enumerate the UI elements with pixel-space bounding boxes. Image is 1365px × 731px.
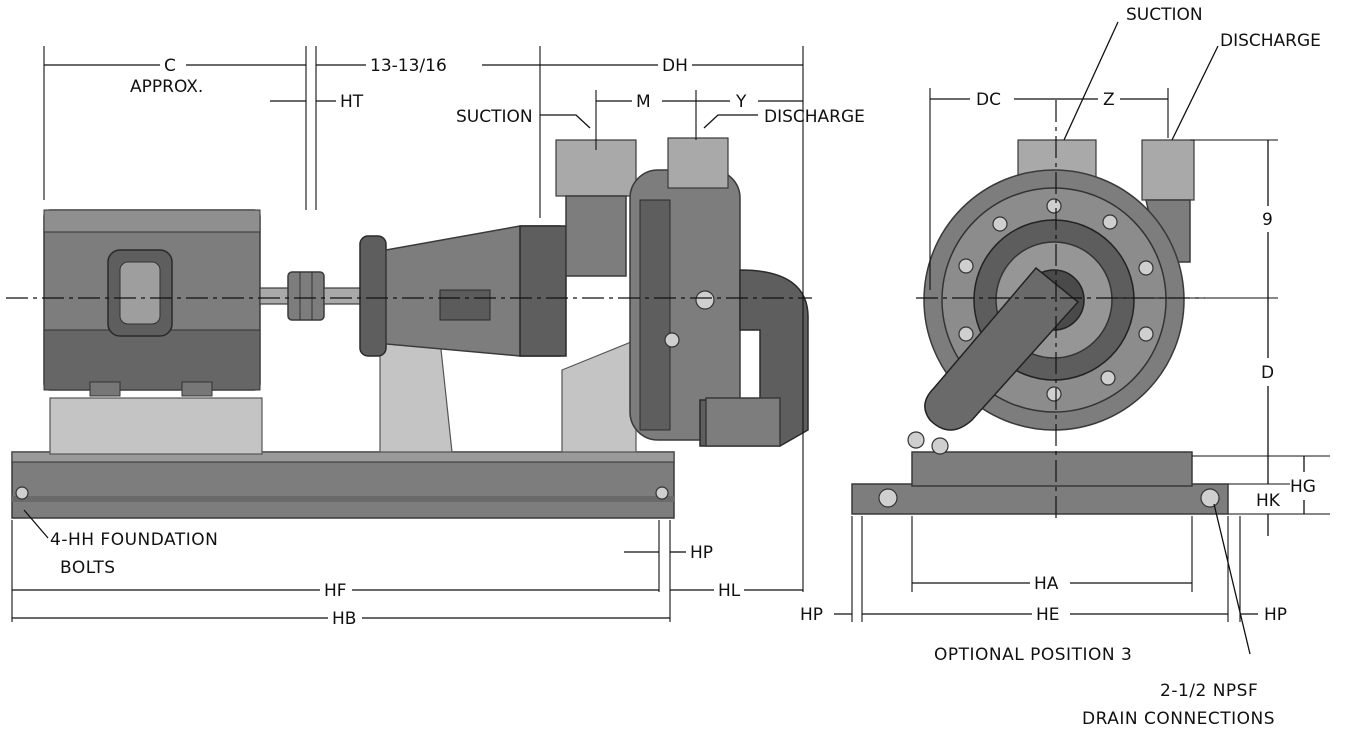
label-ht: HT bbox=[340, 92, 364, 112]
label-foundation-bolts-2: BOLTS bbox=[60, 558, 116, 578]
label-hl: HL bbox=[718, 581, 741, 601]
label-hp-right: HP bbox=[1264, 605, 1287, 625]
label-hb: HB bbox=[332, 609, 356, 629]
label-suction-end: SUCTION bbox=[1126, 5, 1203, 25]
label-hk: HK bbox=[1256, 491, 1281, 511]
label-dh: DH bbox=[662, 56, 688, 76]
end-labels: SUCTION DISCHARGE DC Z 9 D HG HK HA HP H… bbox=[800, 5, 1321, 729]
label-d: D bbox=[1261, 363, 1274, 383]
side-labels: C APPROX. 13-13/16 HT DH M Y SUCTION DIS… bbox=[50, 56, 865, 629]
label-foundation-bolts-1: 4-HH FOUNDATION bbox=[50, 530, 218, 550]
label-optional-position: OPTIONAL POSITION 3 bbox=[934, 645, 1132, 665]
label-z: Z bbox=[1103, 90, 1115, 110]
label-he: HE bbox=[1036, 605, 1060, 625]
label-approx: APPROX. bbox=[130, 77, 203, 97]
label-hp-side: HP bbox=[690, 543, 713, 563]
end-base bbox=[851, 483, 1229, 515]
side-base-channel bbox=[11, 451, 675, 519]
label-drain-2: DRAIN CONNECTIONS bbox=[1082, 709, 1275, 729]
foundation-bolt-right bbox=[655, 486, 669, 500]
motor-pedestal bbox=[49, 397, 263, 455]
label-hf: HF bbox=[324, 581, 347, 601]
label-suction-side: SUCTION bbox=[456, 107, 533, 127]
drain-connection-right bbox=[1200, 488, 1220, 508]
end-dimensions bbox=[834, 21, 1330, 655]
label-y: Y bbox=[735, 92, 747, 112]
label-discharge-side: DISCHARGE bbox=[764, 107, 865, 127]
motor-shaft bbox=[259, 287, 291, 305]
discharge-nozzle bbox=[667, 137, 729, 189]
label-ha: HA bbox=[1034, 574, 1059, 594]
coupling bbox=[287, 271, 325, 321]
drain-connection-left bbox=[878, 488, 898, 508]
bearing-frame-flange bbox=[359, 235, 387, 357]
label-dc: DC bbox=[976, 90, 1001, 110]
label-hp-left: HP bbox=[800, 605, 823, 625]
label-coupling-gap: 13-13/16 bbox=[370, 56, 447, 76]
end-suction-pipe bbox=[924, 266, 1080, 431]
label-drain-1: 2-1/2 NPSF bbox=[1160, 681, 1258, 701]
label-discharge-end: DISCHARGE bbox=[1220, 31, 1321, 51]
foundation-bolt-left bbox=[15, 486, 29, 500]
bearing-pedestal bbox=[379, 339, 453, 453]
end-view-pump bbox=[851, 139, 1229, 515]
side-view-pump-unit bbox=[11, 137, 809, 519]
label-nine: 9 bbox=[1262, 210, 1273, 230]
label-hg: HG bbox=[1290, 477, 1316, 497]
label-c: C bbox=[164, 56, 176, 76]
side-dimensions bbox=[11, 46, 804, 622]
end-discharge-nozzle bbox=[1141, 139, 1195, 201]
label-m: M bbox=[636, 92, 651, 112]
